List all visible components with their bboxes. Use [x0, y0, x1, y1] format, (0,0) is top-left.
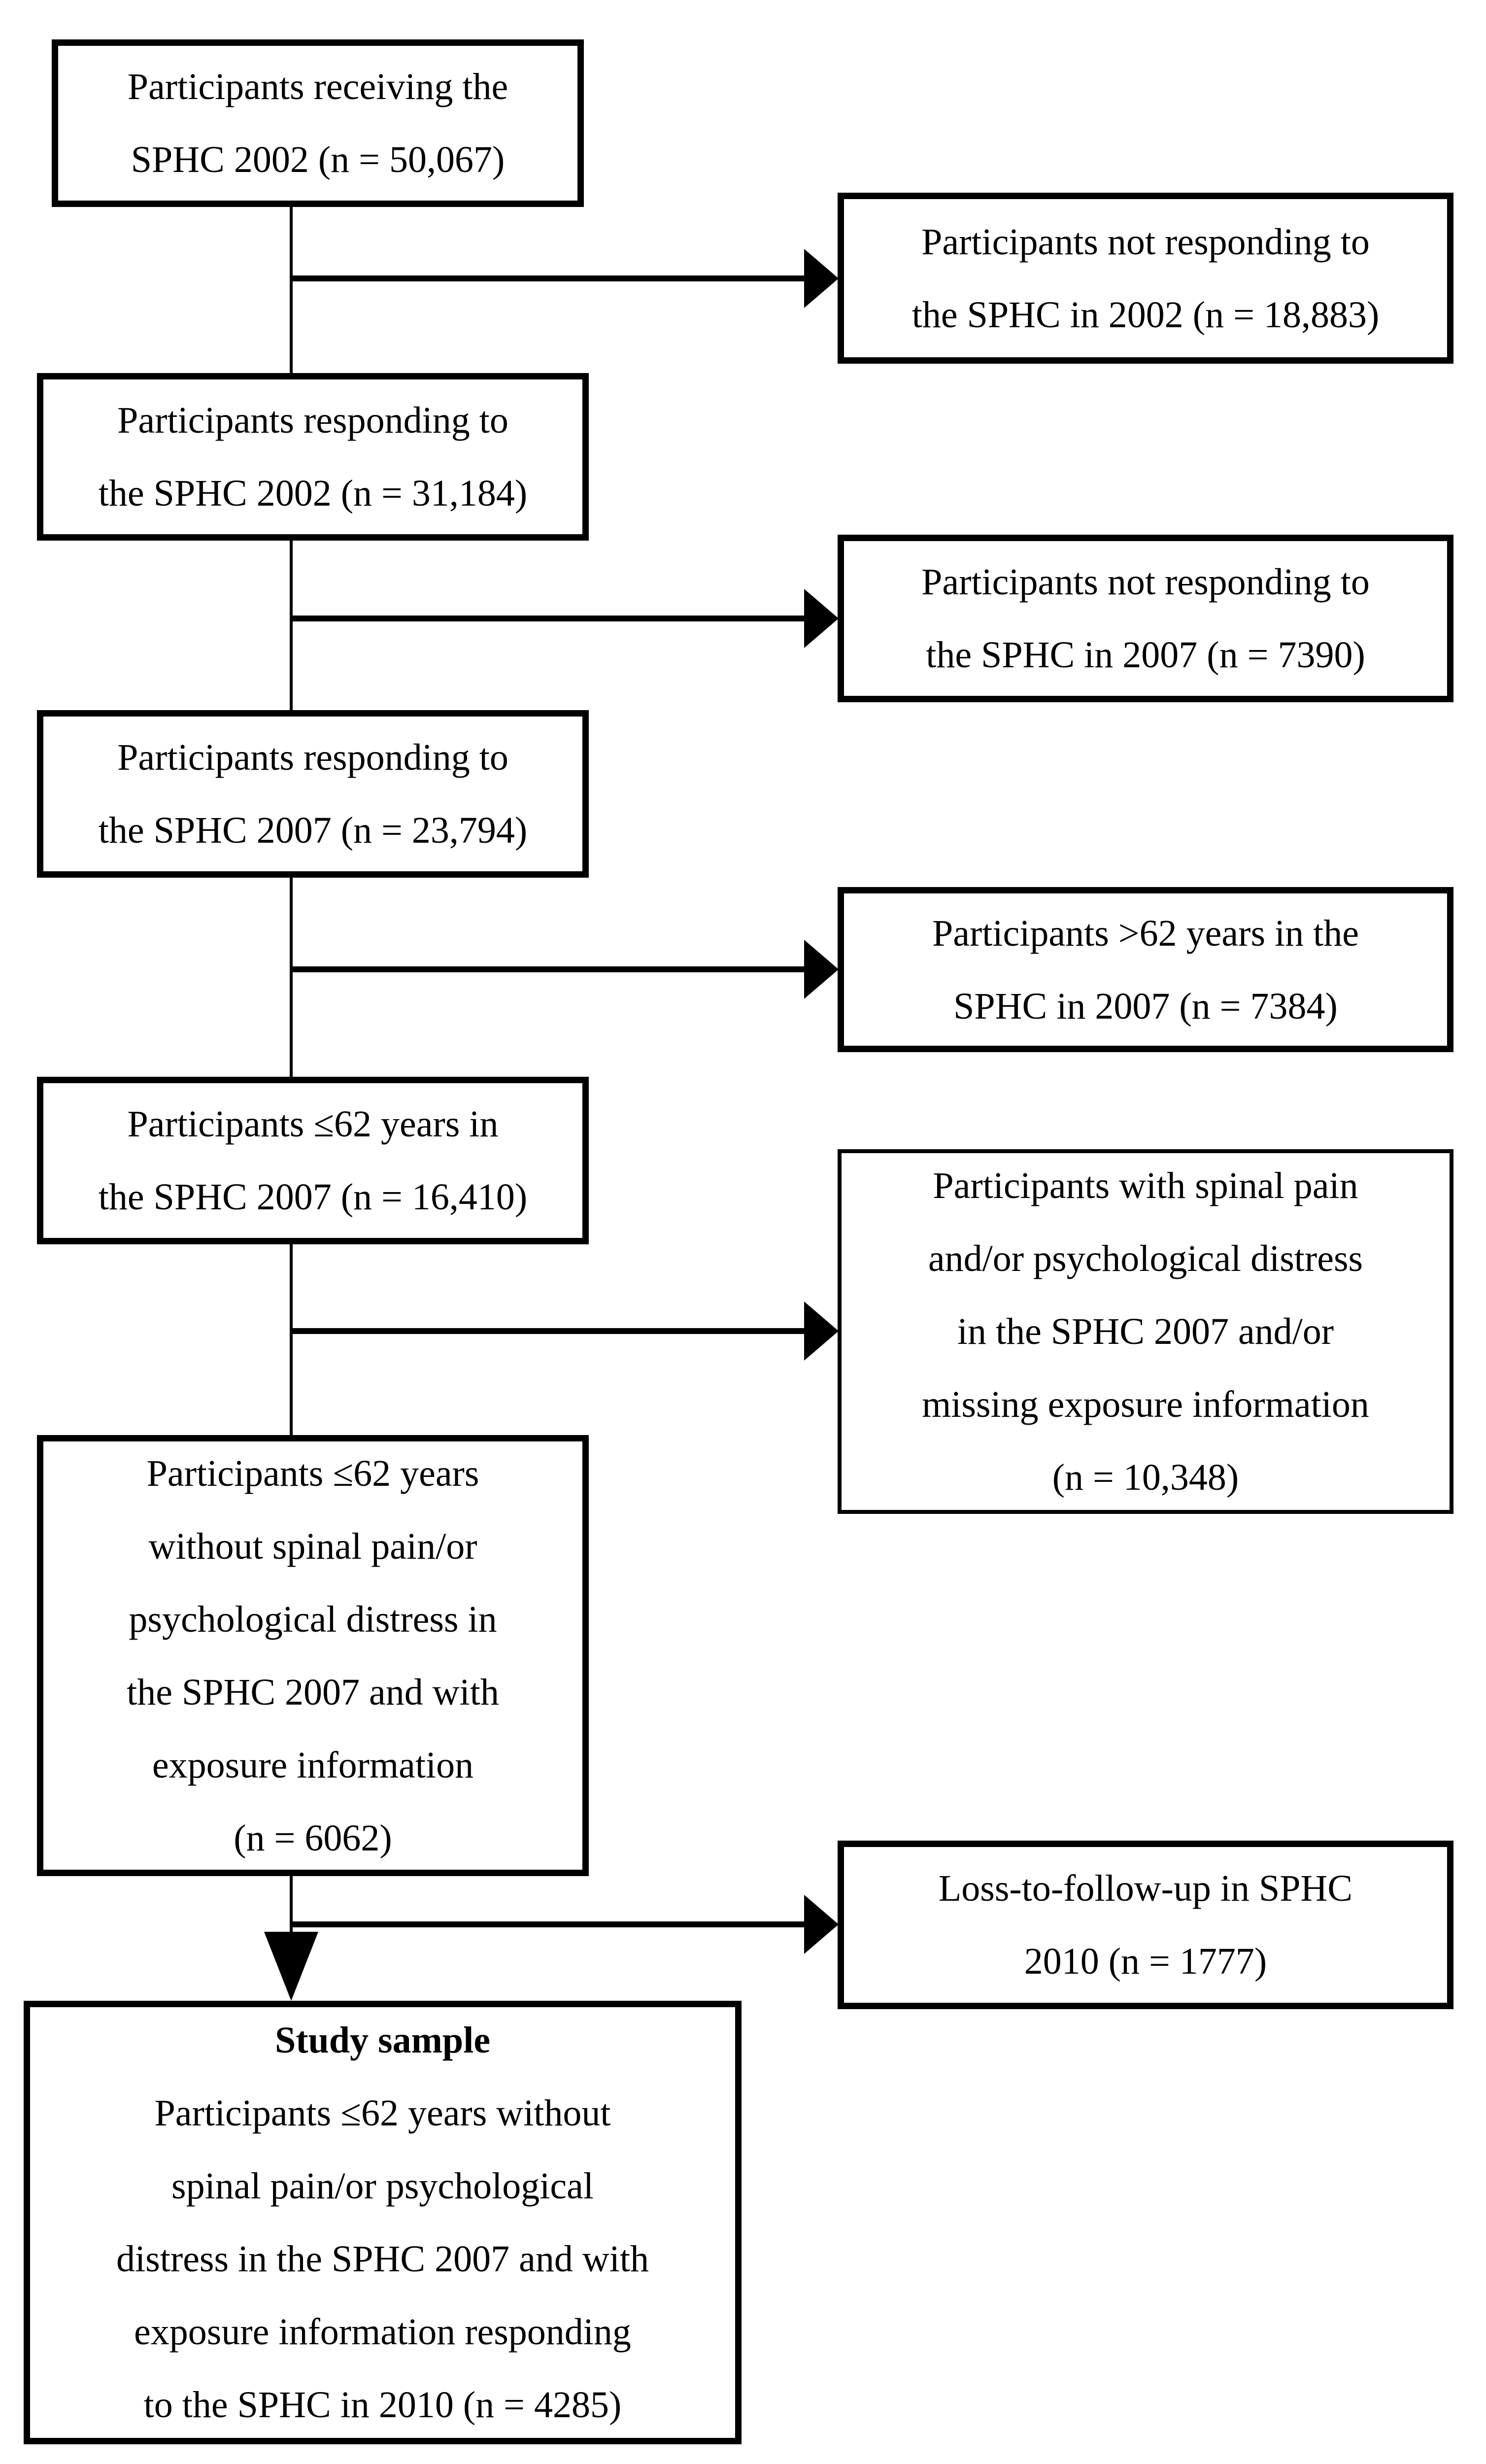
box-not-responding-2007: Participants not responding to the SPHC …	[838, 535, 1453, 702]
arrowhead-right-3-icon	[804, 940, 839, 999]
arrowhead-right-5-icon	[804, 1895, 839, 1954]
box-without-pain-with-exposure: Participants ≤62 years without spinal pa…	[37, 1435, 589, 1876]
connector-vertical-4	[290, 1244, 293, 1435]
box-study-sample: Study sample Participants ≤62 years with…	[24, 2001, 742, 2444]
connector-vertical-5	[290, 1876, 293, 1935]
connector-vertical-3	[290, 878, 293, 1077]
box-loss-to-follow-up: Loss-to-follow-up in SPHC 2010 (n = 1777…	[838, 1841, 1453, 2009]
connector-branch-1	[291, 275, 806, 281]
box-pain-distress-missing-exposure: Participants with spinal pain and/or psy…	[838, 1149, 1453, 1514]
box-le62-years-sphc-2007: Participants ≤62 years in the SPHC 2007 …	[37, 1077, 589, 1244]
box-receiving-sphc-2002: Participants receiving the SPHC 2002 (n …	[52, 39, 584, 207]
connector-branch-5	[291, 1921, 806, 1927]
arrowhead-right-2-icon	[804, 589, 839, 648]
study-sample-text: Participants ≤62 years without spinal pa…	[116, 2092, 649, 2426]
box-responding-sphc-2007: Participants responding to the SPHC 2007…	[37, 710, 589, 878]
arrowhead-right-1-icon	[804, 249, 839, 308]
study-sample-heading: Study sample	[274, 2019, 491, 2061]
arrowhead-down-study-sample-icon	[264, 1932, 318, 2001]
box-not-responding-2002: Participants not responding to the SPHC …	[838, 193, 1453, 364]
connector-vertical-1	[290, 207, 293, 373]
box-responding-sphc-2002: Participants responding to the SPHC 2002…	[37, 373, 589, 541]
box-gt62-years-2007: Participants >62 years in the SPHC in 20…	[838, 887, 1453, 1052]
connector-branch-2	[291, 616, 806, 621]
arrowhead-right-4-icon	[804, 1301, 839, 1361]
connector-branch-4	[291, 1328, 806, 1334]
connector-vertical-2	[290, 541, 293, 710]
connector-branch-3	[291, 966, 806, 972]
